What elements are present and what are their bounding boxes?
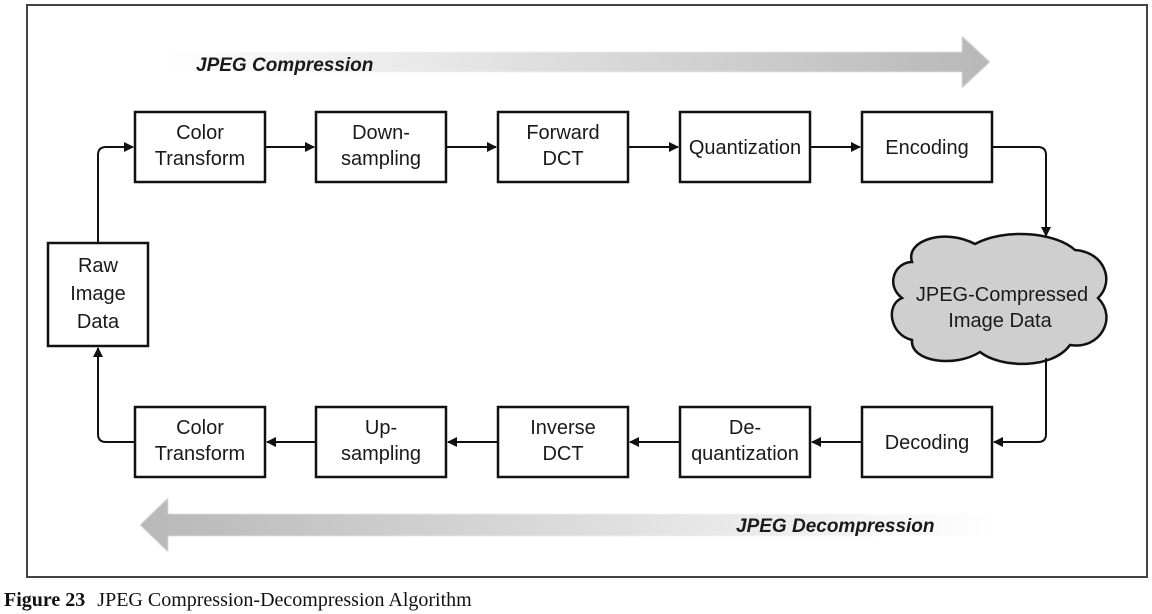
compression-step-color-transform: Color Transform xyxy=(133,110,267,184)
compression-banner-arrow xyxy=(160,36,990,88)
decompression-step-upsampling: Up- sampling xyxy=(314,405,448,479)
step-label-line: Decoding xyxy=(885,432,970,454)
caption-number: Figure 23 xyxy=(4,589,85,611)
raw-label-line: Data xyxy=(77,311,120,333)
decompression-banner-arrow xyxy=(140,498,995,552)
decompression-step-dequantization: De- quantization xyxy=(678,405,812,479)
step-label-line: Encoding xyxy=(885,137,968,159)
step-label-line: Up- xyxy=(365,417,397,439)
step-label-line: Color xyxy=(176,417,224,439)
step-label-line: DCT xyxy=(542,443,583,465)
figure-caption: Figure 23 JPEG Compression-Decompression… xyxy=(4,589,472,611)
step-label-line: Forward xyxy=(526,122,599,144)
decompression-step-inverse-dct: Inverse DCT xyxy=(496,405,630,479)
compression-step-downsampling: Down- sampling xyxy=(314,110,448,184)
flow-arrow xyxy=(93,347,135,443)
decompression-label: JPEG Decompression xyxy=(736,516,935,537)
cloud-label-line: JPEG-Compressed xyxy=(916,284,1088,306)
step-label-line: sampling xyxy=(341,148,421,170)
flow-arrow xyxy=(97,142,134,243)
step-label-line: Inverse xyxy=(530,417,596,439)
compression-step-quantization: Quantization xyxy=(678,110,812,184)
step-label-line: Transform xyxy=(155,148,245,170)
flow-arrow xyxy=(992,146,1051,237)
raw-image-data-box: Raw Image Data xyxy=(46,241,150,348)
step-label-line: sampling xyxy=(341,443,421,465)
compressed-data-cloud: JPEG-Compressed Image Data xyxy=(890,232,1108,366)
step-label-line: Down- xyxy=(352,122,410,144)
cloud-label-line: Image Data xyxy=(948,310,1052,332)
raw-label-line: Image xyxy=(70,283,126,305)
compression-label: JPEG Compression xyxy=(196,55,373,76)
raw-label-line: Raw xyxy=(78,255,119,277)
flow-arrow xyxy=(993,358,1047,447)
step-label-line: Quantization xyxy=(689,137,801,159)
compression-step-forward-dct: Forward DCT xyxy=(496,110,630,184)
step-label-line: De- xyxy=(729,417,761,439)
decompression-step-decoding: Decoding xyxy=(860,405,994,479)
step-label-line: Color xyxy=(176,122,224,144)
step-label-line: DCT xyxy=(542,148,583,170)
step-label-line: Transform xyxy=(155,443,245,465)
decompression-step-color-transform: Color Transform xyxy=(133,405,267,479)
step-label-line: quantization xyxy=(691,443,799,465)
compression-step-encoding: Encoding xyxy=(860,110,994,184)
caption-text: JPEG Compression-Decompression Algorithm xyxy=(97,589,472,611)
